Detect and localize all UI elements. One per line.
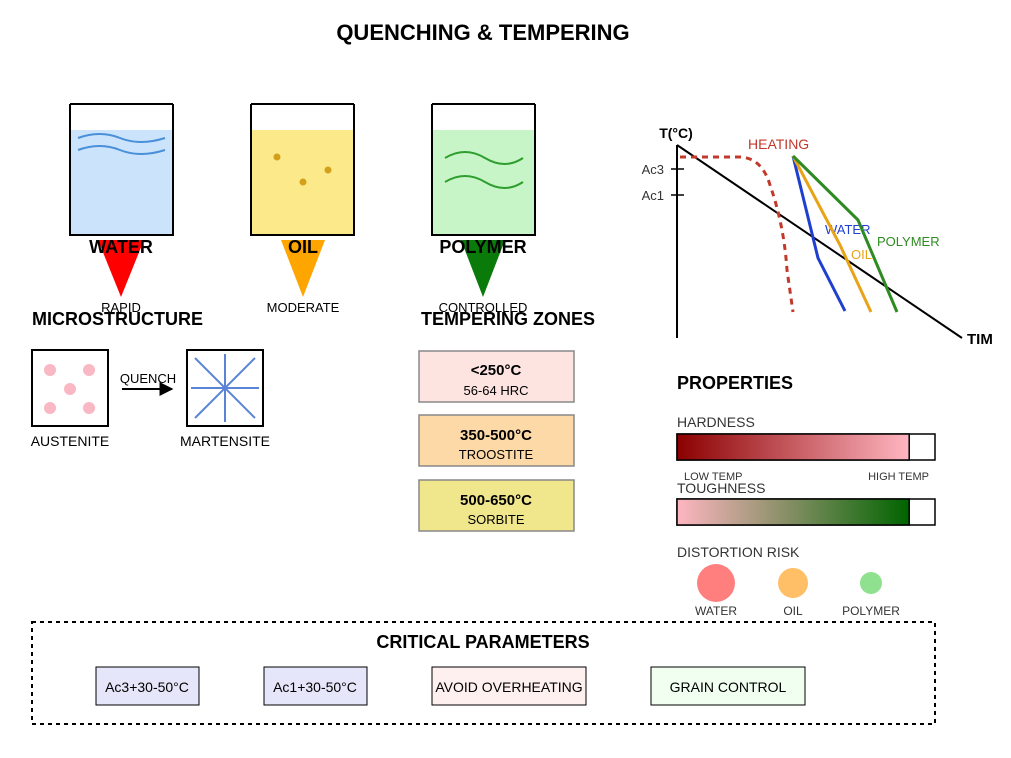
needle-structure-icon <box>191 354 259 422</box>
droplet-icon <box>324 166 332 174</box>
hardness-low-label: LOW TEMP <box>684 471 742 483</box>
water-curve <box>791 155 847 312</box>
grain-icon <box>64 383 76 395</box>
distortion-dot-water <box>697 564 735 602</box>
param-label: Ac1+30-50°C <box>273 679 357 695</box>
heating-curve <box>680 155 795 313</box>
param-label: Ac3+30-50°C <box>105 679 189 695</box>
toughness-bar-fill <box>676 498 910 526</box>
param-box-ac3 <box>95 666 200 706</box>
param-box-grain <box>650 666 806 706</box>
section-heading: MICROSTRUCTURE <box>32 309 203 329</box>
zone-result: SORBITE <box>467 512 524 527</box>
funnel-icon <box>461 240 505 297</box>
bath-label: WATER <box>89 237 153 257</box>
bath-liquid <box>70 130 173 235</box>
wave-icon <box>444 175 524 189</box>
polymer-curve <box>791 154 899 313</box>
bath-water: WATER RAPID <box>69 103 174 315</box>
section-heading: PROPERTIES <box>677 373 793 393</box>
critical-panel-border <box>31 621 936 725</box>
distortion-item-label: POLYMER <box>842 604 900 618</box>
zone-range: <250°C <box>471 362 522 379</box>
microstructure-section: MICROSTRUCTURE AUSTENITE QUENCH MARTENSI… <box>31 309 270 449</box>
hardness-label: HARDNESS <box>677 414 755 430</box>
zone-range: 350-500°C <box>460 427 532 444</box>
wave-icon <box>77 133 166 143</box>
distortion-dot-oil <box>778 568 808 598</box>
wave-icon <box>77 145 166 155</box>
param-label: AVOID OVERHEATING <box>435 679 582 695</box>
tick-label: Ac3 <box>642 162 664 177</box>
zone-range: 500-650°C <box>460 492 532 509</box>
bath-container <box>69 103 174 236</box>
oil-curve <box>791 155 873 313</box>
section-heading: TEMPERING ZONES <box>421 309 595 329</box>
x-axis-label: TIM <box>967 331 993 348</box>
bath-container <box>431 103 536 236</box>
bath-label: OIL <box>288 237 318 257</box>
time-axis <box>676 144 963 339</box>
distortion-dot-polymer <box>860 572 882 594</box>
page-title: QUENCHING & TEMPERING <box>336 20 629 45</box>
grain-icon <box>44 402 56 414</box>
tempering-zone-mid <box>418 414 575 467</box>
grain-icon <box>44 364 56 376</box>
droplet-icon <box>273 153 281 161</box>
param-box-overheating <box>431 666 587 706</box>
funnel-icon <box>281 240 325 297</box>
distortion-label: DISTORTION RISK <box>677 544 800 560</box>
bath-rate: RAPID <box>101 300 141 315</box>
section-heading: CRITICAL PARAMETERS <box>376 632 589 652</box>
grain-icon <box>83 364 95 376</box>
bath-container <box>250 103 355 236</box>
funnel-icon <box>98 240 144 297</box>
cooling-curve-chart: T(°C) TIM Ac3 Ac1 HEATING WATER OIL POLY… <box>642 125 993 348</box>
austenite-label: AUSTENITE <box>31 433 110 449</box>
hardness-high-label: HIGH TEMP <box>868 471 929 483</box>
heating-curve-label: HEATING <box>748 136 809 152</box>
bath-label: POLYMER <box>439 237 526 257</box>
param-box-ac1 <box>263 666 368 706</box>
toughness-label: TOUGHNESS <box>677 480 765 496</box>
oil-curve-label: OIL <box>851 247 872 262</box>
bath-rate: CONTROLLED <box>439 300 528 315</box>
martensite-label: MARTENSITE <box>180 433 270 449</box>
distortion-item-label: WATER <box>695 604 737 618</box>
tick-label: Ac1 <box>642 188 664 203</box>
tempering-section: TEMPERING ZONES <250°C 56-64 HRC 350-500… <box>418 309 595 532</box>
properties-section: PROPERTIES HARDNESS LOW TEMP HIGH TEMP T… <box>676 373 936 618</box>
critical-parameters-section: CRITICAL PARAMETERS Ac3+30-50°C Ac1+30-5… <box>31 621 936 725</box>
droplet-icon <box>299 178 307 186</box>
zone-result: 56-64 HRC <box>463 383 528 398</box>
y-axis-label: T(°C) <box>659 125 693 141</box>
tempering-zone-low <box>418 350 575 403</box>
quench-label: QUENCH <box>120 371 176 386</box>
tempering-zone-high <box>418 479 575 532</box>
zone-result: TROOSTITE <box>459 447 534 462</box>
param-label: GRAIN CONTROL <box>670 679 787 695</box>
bath-rate: MODERATE <box>267 300 340 315</box>
bath-polymer: POLYMER CONTROLLED <box>431 103 536 315</box>
bath-oil: OIL MODERATE <box>250 103 355 315</box>
wave-icon <box>444 151 524 165</box>
hardness-bar-fill <box>676 433 910 461</box>
bath-liquid <box>432 130 535 235</box>
distortion-item-label: OIL <box>783 604 803 618</box>
grain-icon <box>83 402 95 414</box>
polymer-curve-label: POLYMER <box>877 234 940 249</box>
